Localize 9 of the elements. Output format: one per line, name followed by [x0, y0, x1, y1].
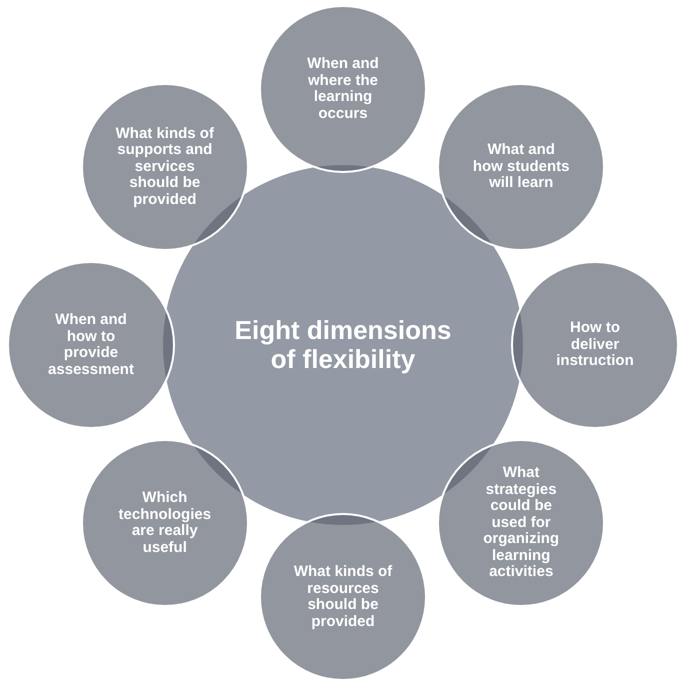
circle-label: How to deliver instruction — [555, 320, 635, 370]
center-label: Eight dimensions of flexibility — [234, 316, 452, 374]
circle-label: What kinds of supports and services should be provided — [114, 126, 215, 208]
circle-label: What strategies could be used for organizing learning activities — [482, 465, 560, 581]
circle-label: When and how to provide assessment — [47, 312, 135, 378]
circle-label: When and where the learning occurs — [306, 56, 380, 122]
circle-label: Which technologies are really useful — [118, 490, 212, 556]
circle-label: What and how students will learn — [472, 142, 571, 192]
circle-label: What kinds of resources should be provided — [293, 564, 393, 630]
